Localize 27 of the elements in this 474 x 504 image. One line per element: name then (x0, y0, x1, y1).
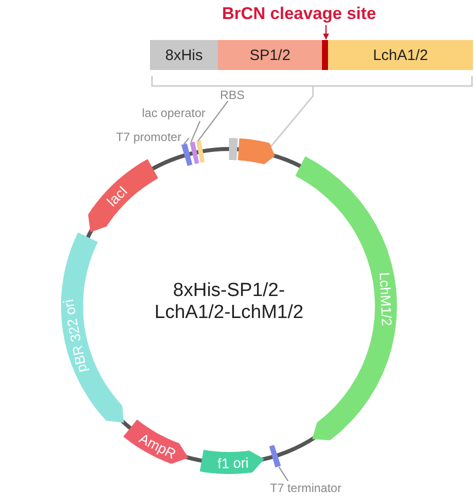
origin-feature (200, 450, 264, 474)
cleavage-site-bar (322, 40, 328, 70)
leader-text: lac operator (142, 106, 206, 120)
segment-box: SP1/2 (218, 40, 322, 70)
leader-line (190, 120, 201, 142)
promoter-bar (181, 143, 192, 166)
leader-text: RBS (220, 88, 245, 102)
feature-label: f1 ori (217, 454, 249, 472)
segment-box: 8xHis (150, 40, 218, 70)
leader-line (184, 138, 190, 144)
leader-text: T7 promoter (116, 130, 182, 144)
feature-label: pBR 322 ori (60, 298, 90, 374)
feature-label: lacI (104, 182, 130, 210)
plasmid-name: 8xHis-SP1/2-LchA1/2-LchM1/2 (154, 280, 304, 324)
arrow (323, 25, 329, 40)
terminator-bar (269, 444, 281, 468)
leader-text: T7 terminator (270, 481, 342, 495)
segment-box: LchA1/2 (328, 40, 473, 70)
operator-bar (190, 142, 200, 164)
leader-line (278, 466, 288, 482)
gene-feature (123, 420, 188, 464)
gene-feature (88, 159, 158, 232)
callout-text: BrCN cleavage site (222, 4, 376, 24)
leader-line (198, 100, 228, 142)
origin-feature (61, 232, 124, 423)
rbs-bar (196, 140, 205, 163)
feature-label: LchM1/2 (376, 272, 396, 326)
